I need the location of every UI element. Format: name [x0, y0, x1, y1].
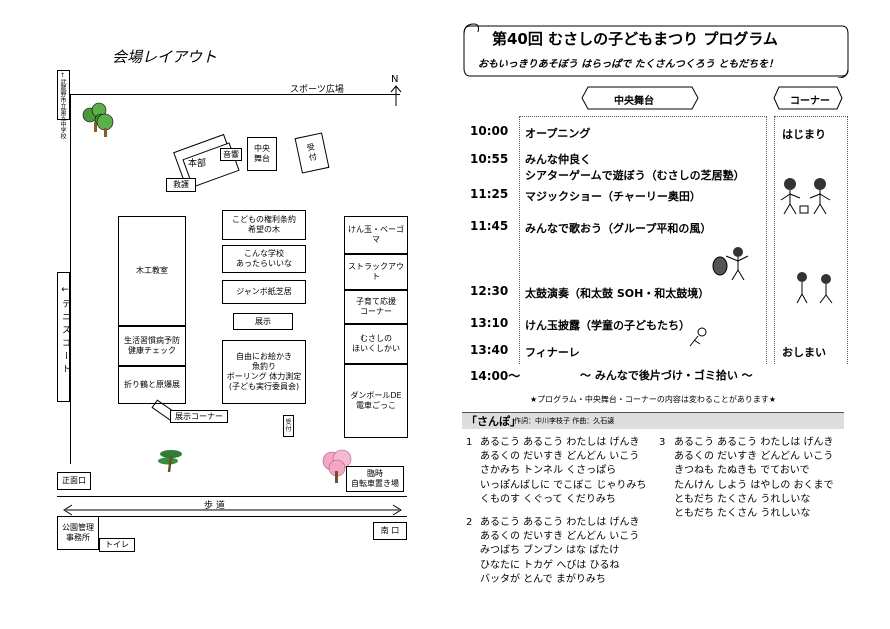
pine-tree-icon — [158, 450, 182, 473]
tree-icon — [96, 113, 114, 137]
verse-lines: あるこう あるこう わたしは げんき あるくの だいすき どんどん いこう さか… — [480, 437, 647, 505]
sidewalk-bottom-line — [57, 516, 407, 517]
north-label: N — [391, 74, 399, 85]
hq-label: 本部 — [188, 159, 207, 169]
left-boundary-line — [70, 94, 71, 464]
reception2-box: 受 付 — [283, 415, 294, 437]
stage-dotted-area — [519, 116, 767, 364]
exhibit-corner-box: 展示コーナー — [170, 410, 228, 423]
kids-group-icon — [796, 272, 833, 304]
wishschool-booth: こんな学校 あったらいいな — [222, 245, 306, 273]
closing-event: ～ みんなで後片づけ・ゴミ拾い ～ — [580, 369, 753, 382]
closing-time: 14:00～ — [470, 369, 521, 383]
schedule-time: 10:55 — [470, 152, 509, 166]
corner-header-shape — [773, 86, 843, 110]
childrights-booth: こどもの権利条約 希望の木 — [222, 210, 306, 240]
woodwork-booth: 木工教室 — [118, 216, 186, 326]
sidewalk-arrow-icon — [63, 504, 402, 516]
struck-booth: ストラックアウト — [344, 254, 408, 290]
cherry-tree-icon — [322, 449, 352, 483]
schedule-time: 11:25 — [470, 187, 509, 201]
bike-parking: 臨時 自転車置き場 — [346, 466, 404, 492]
drummer-icon — [712, 247, 749, 281]
schedule-time: 13:40 — [470, 343, 509, 357]
south-gate: 南 口 — [373, 522, 407, 540]
main-stage-box: 中央 舞台 — [247, 137, 277, 171]
schedule-time: 11:45 — [470, 219, 509, 233]
program-notice: ★プログラム・中央舞台・コーナーの内容は変わることがあります★ — [530, 395, 777, 404]
song-title: 「さんぽ」 — [466, 415, 521, 428]
scroll-banner — [463, 23, 849, 78]
sound-box: 音響 — [220, 148, 242, 161]
main-gate: 正面口 — [57, 472, 91, 490]
north-arrow-icon — [390, 85, 402, 106]
lifestyle-booth: 生活習慣病予防 健康チェック — [118, 326, 186, 366]
stage-header-shape — [581, 86, 699, 110]
exhibit-booth: 展示 — [233, 313, 293, 330]
cardboard-booth: ダンボールDE 電車ごっこ — [344, 364, 408, 438]
parenting-booth: 子育て応援 コーナー — [344, 290, 408, 324]
corner-end: おしまい — [782, 346, 826, 359]
origami-booth: 折り鶴と原爆展 — [118, 366, 186, 404]
stage-header: 中央舞台 — [614, 96, 654, 107]
top-road-line — [70, 94, 400, 95]
verse-number: 1 — [466, 437, 473, 448]
schedule-event: オープニング — [525, 127, 591, 140]
rescue-box: 救護 — [166, 178, 196, 192]
program-title: 第40回 むさしの子どもまつり プログラム — [492, 30, 778, 48]
schedule-event: マジックショー（チャーリー奥田） — [525, 190, 701, 203]
park-office: 公園管理 事務所 — [57, 516, 99, 550]
kids-playing-icon — [780, 178, 831, 215]
schedule-time: 10:00 — [470, 124, 509, 138]
toilet: トイレ — [99, 538, 135, 552]
tennis-label: ←テニスコート — [60, 285, 70, 377]
program-subtitle: おもいっきりあそぼう はらっぱで たくさんつくろう ともだちを！ — [478, 59, 779, 70]
sidewalk-label: 歩 道 — [204, 501, 225, 511]
song-credits: 作詞：中川李枝子 作曲：久石譲 — [514, 417, 615, 425]
schedule-event: みんな仲良く シアターゲームで遊ぼう（むさしの芝居塾） — [525, 153, 745, 182]
schedule-event: みんなで歌おう（グループ平和の風） — [525, 222, 712, 235]
schedule-time: 13:10 — [470, 316, 509, 330]
corner-dotted-area — [774, 116, 848, 364]
schedule-time: 12:30 — [470, 284, 509, 298]
jumbo-booth: ジャンボ紙芝居 — [222, 280, 306, 304]
schedule-event: フィナーレ — [525, 346, 580, 359]
verse-number: 2 — [466, 517, 473, 528]
verse-lines: あるこう あるこう わたしは げんき あるくの だいすき どんどん いこう みつ… — [480, 517, 640, 585]
reception-box: 受 付 — [294, 132, 330, 174]
verse-number: 3 — [659, 437, 666, 448]
schedule-event: けん玉披露（学童の子どもたち） — [525, 319, 690, 332]
kendama-booth: けん玉・ベーゴマ — [344, 216, 408, 254]
corner-start: はじまり — [782, 128, 826, 141]
schedule-event: 太鼓演奏（和太鼓 SOH・和太鼓境） — [525, 287, 710, 300]
sports-plaza-label: スポーツ広場 — [290, 85, 344, 95]
tennis-box — [57, 272, 70, 402]
left-road-label: ↑武蔵野市立第五中学校 — [59, 72, 66, 139]
activities-booth: 自由にお絵かき 魚釣り ボーリング 体力測定 (子ども実行委員会) — [222, 340, 306, 404]
musashi-booth: むさしの ほいくしかい — [344, 324, 408, 364]
sidewalk-top-line — [57, 496, 407, 497]
left-road-box — [57, 70, 70, 120]
kendama-icon — [689, 327, 707, 347]
verse-lines: あるこう あるこう わたしは げんき あるくの だいすき どんどん いこう きつ… — [674, 437, 834, 520]
corner-header: コーナー — [790, 96, 830, 107]
map-title: 会場レイアウト — [112, 48, 218, 66]
song-header-bar — [462, 412, 844, 429]
